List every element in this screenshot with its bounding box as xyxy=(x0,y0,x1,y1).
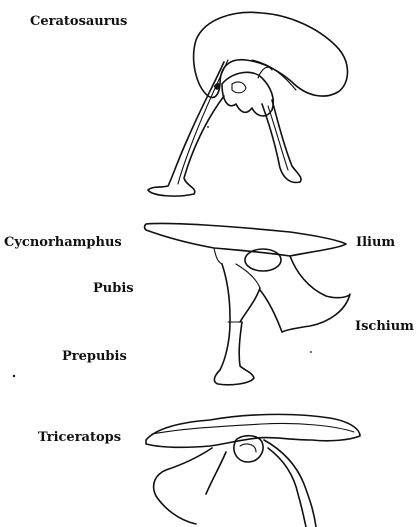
triceratops-pubis xyxy=(154,448,226,524)
ceratosaurus-pelvis xyxy=(148,12,348,196)
cycnorhamphus-pubis xyxy=(222,264,260,322)
triceratops-acetabulum-inner xyxy=(240,444,256,452)
stray-dot xyxy=(13,375,15,377)
cycnorhamphus-ilium-edge xyxy=(214,248,222,264)
triceratops-ilium-rim xyxy=(152,423,354,434)
ceratosaurus-acetabulum xyxy=(222,72,273,116)
cycnorhamphus-ischium xyxy=(260,256,350,332)
triceratops-ischium xyxy=(264,440,316,527)
ceratosaurus-ischium xyxy=(262,100,301,182)
ceratosaurus-pubis xyxy=(148,62,224,196)
cycnorhamphus-ilium xyxy=(145,223,347,256)
triceratops-pelvis xyxy=(146,414,360,527)
ceratosaurus-fossa xyxy=(232,82,246,93)
stray-dot xyxy=(310,351,312,353)
cycnorhamphus-pelvis xyxy=(145,223,351,384)
stray-dot xyxy=(207,126,209,128)
cycnorhamphus-pubis-ilium-suture xyxy=(236,264,260,288)
cycnorhamphus-prepubis xyxy=(214,322,254,385)
